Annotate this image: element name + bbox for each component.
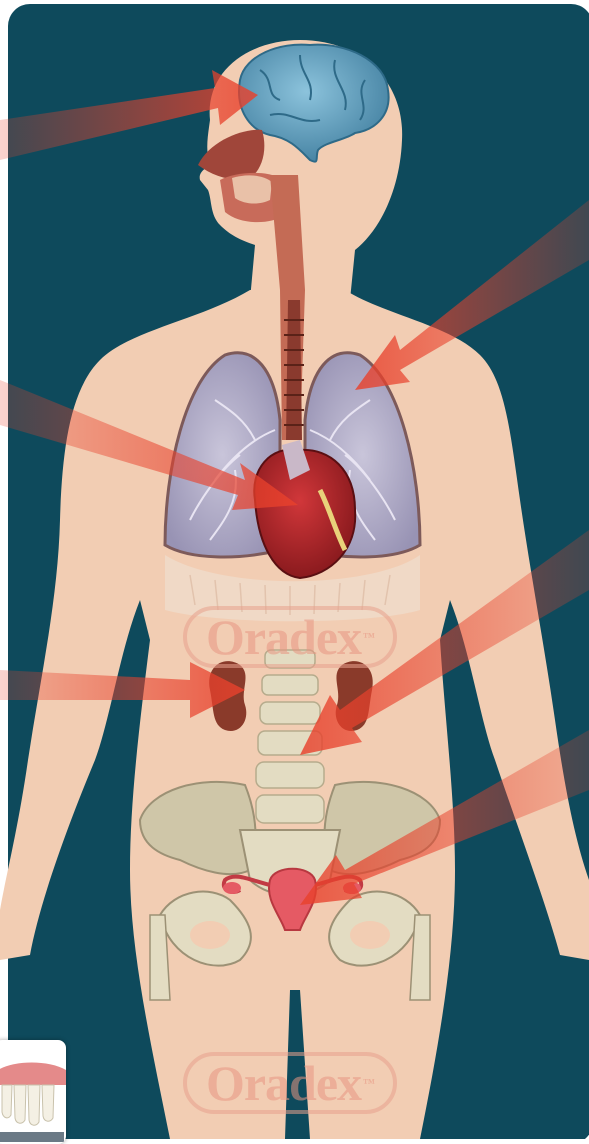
trademark-mark: ™ bbox=[363, 630, 374, 645]
watermark-text: Oradex bbox=[206, 1054, 361, 1112]
watermark-text: Oradex bbox=[206, 608, 361, 666]
teeth-icon bbox=[0, 1040, 66, 1144]
teeth-thumbnail[interactable] bbox=[0, 1040, 66, 1144]
trademark-mark: ™ bbox=[363, 1076, 374, 1091]
